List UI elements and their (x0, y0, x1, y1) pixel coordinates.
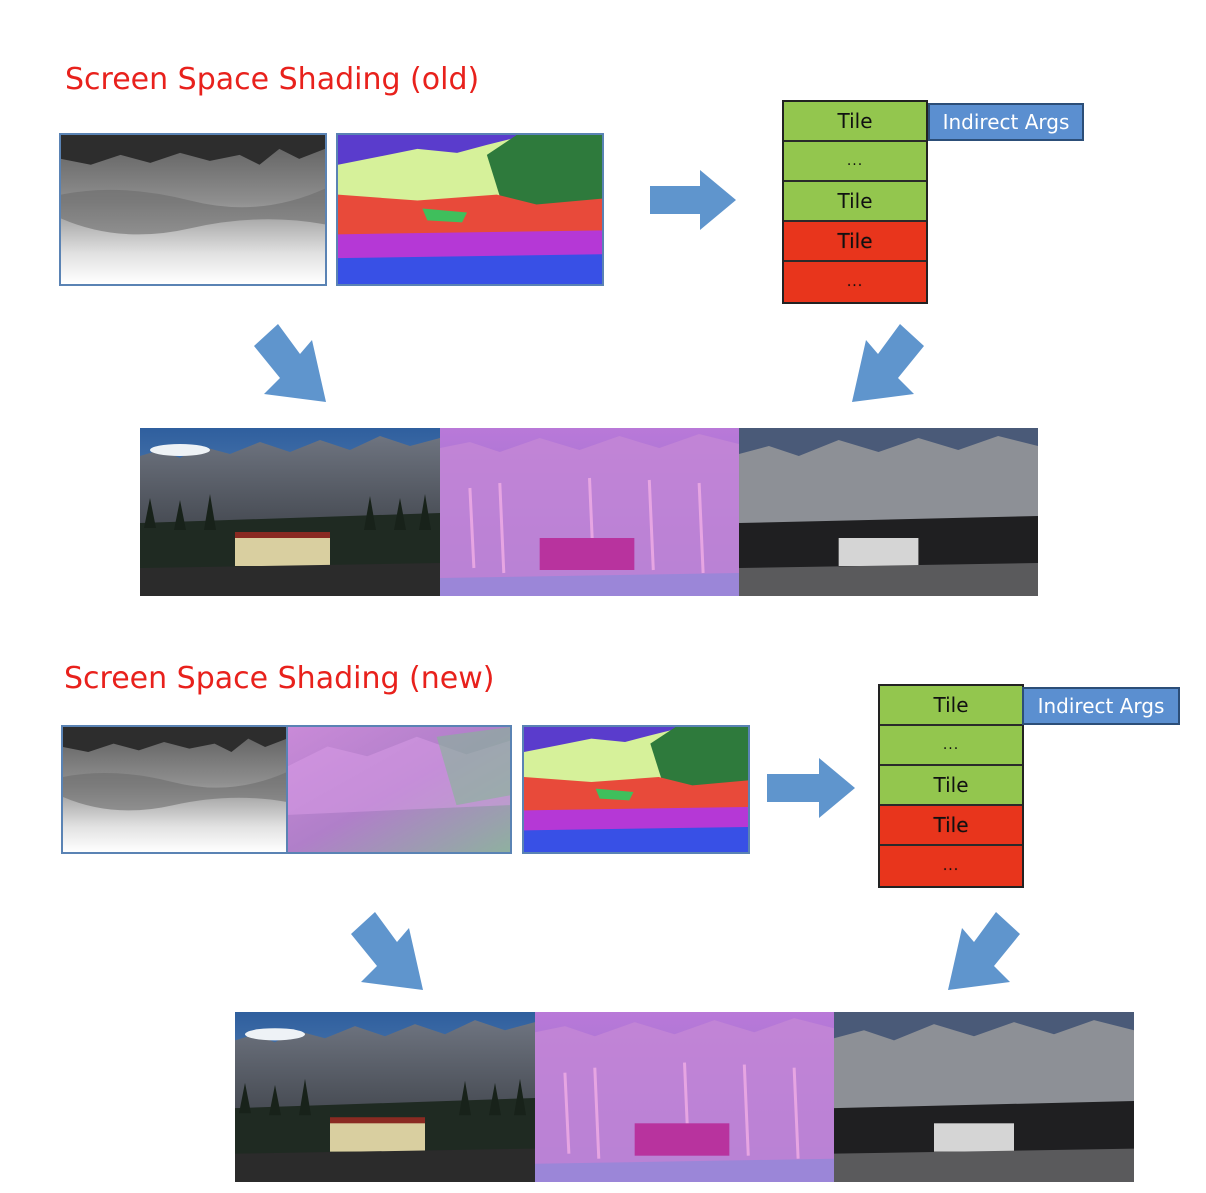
tile-row: ... (880, 726, 1022, 766)
tile-row: Tile (880, 686, 1022, 726)
material-id-image (336, 133, 604, 286)
normal-buffer-image (286, 725, 512, 854)
tile-label: Tile (837, 109, 873, 133)
tile-label: Tile (837, 189, 873, 213)
shaded-color-image (235, 1012, 535, 1182)
arrow-right-icon (767, 758, 855, 818)
tile-label: Tile (933, 693, 969, 717)
arrow-down-left-icon (948, 912, 1020, 990)
tile-row: Tile (784, 102, 926, 142)
depth-buffer-image (59, 133, 327, 286)
shaded-grayscale-image (739, 428, 1038, 596)
tile-list-old: Tile ... Tile Tile ... (782, 100, 928, 304)
tile-row: Tile (880, 766, 1022, 806)
indirect-args-box: Indirect Args (1022, 687, 1180, 725)
shaded-normal-image (535, 1012, 834, 1182)
section-title-old: Screen Space Shading (old) (65, 62, 480, 97)
arrow-down-left-icon (852, 324, 924, 402)
tile-row: ... (784, 142, 926, 182)
tile-row: Tile (784, 222, 926, 262)
tile-ellipsis: ... (846, 274, 864, 290)
tile-label: Tile (837, 229, 873, 253)
arrow-down-right-icon (351, 912, 423, 990)
tile-row: ... (784, 262, 926, 302)
tile-list-new: Tile ... Tile Tile ... (878, 684, 1024, 888)
tile-ellipsis: ... (846, 153, 864, 169)
depth-buffer-image (61, 725, 289, 854)
shaded-normal-image (440, 428, 739, 596)
arrow-down-right-icon (254, 324, 326, 402)
indirect-args-box: Indirect Args (928, 103, 1084, 141)
material-id-image (522, 725, 750, 854)
tile-row: Tile (880, 806, 1022, 846)
tile-ellipsis: ... (942, 858, 960, 874)
tile-row: Tile (784, 182, 926, 222)
tile-label: Tile (933, 813, 969, 837)
tile-ellipsis: ... (942, 737, 960, 753)
arrow-right-icon (650, 170, 736, 230)
shaded-color-image (140, 428, 440, 596)
section-title-new: Screen Space Shading (new) (64, 661, 495, 696)
shaded-grayscale-image (834, 1012, 1134, 1182)
tile-row: ... (880, 846, 1022, 886)
tile-label: Tile (933, 773, 969, 797)
